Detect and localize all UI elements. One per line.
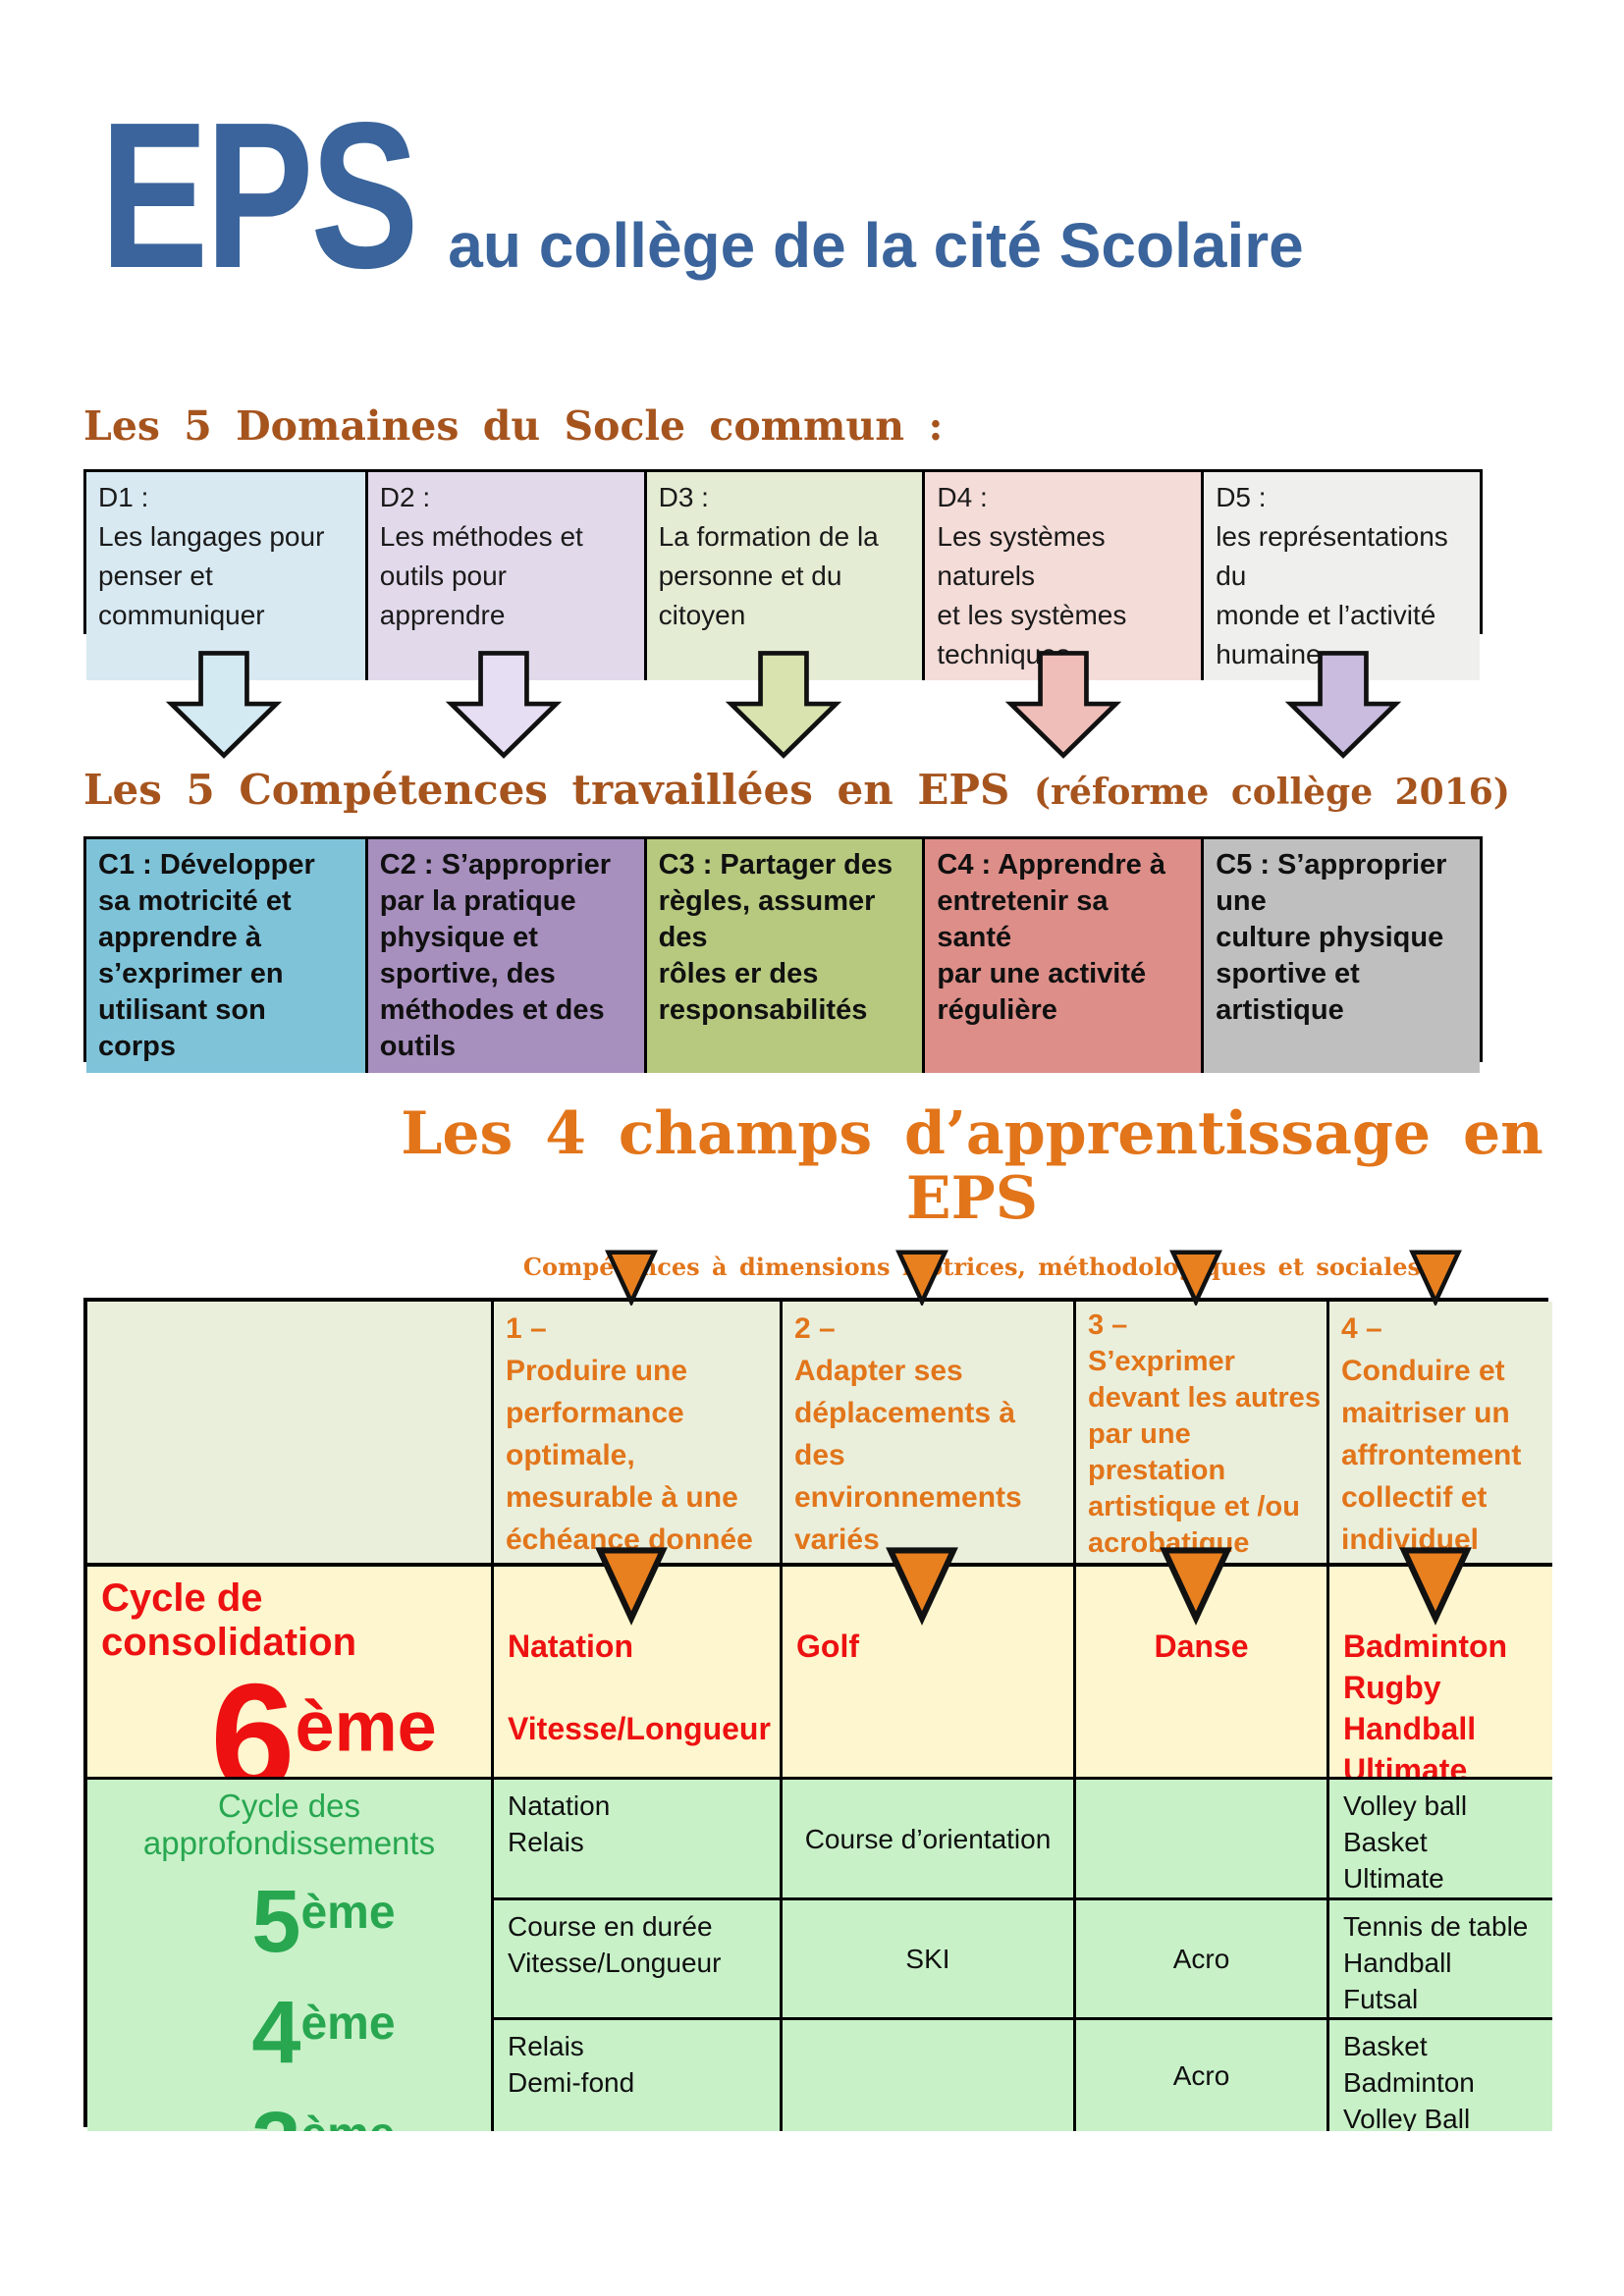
appro-row3-artistique: Acro — [1073, 2017, 1326, 2131]
competences-heading-note: (réforme collège 2016) — [1033, 772, 1510, 813]
domaine-cell-d3: D3 : La formation de la personne et du c… — [643, 472, 923, 680]
down-triangle-icon — [1160, 1547, 1232, 1626]
competence-cell-c4: C4 : Apprendre à entretenir sa santé par… — [922, 839, 1202, 1073]
champs-header-cell-4: 4 – Conduire et maitriser un affrontemen… — [1326, 1302, 1552, 1563]
competence-cell-c3: C3 : Partager des règles, assumer des rô… — [643, 839, 923, 1073]
domaines-heading: Les 5 Domaines du Socle commun : — [83, 402, 944, 450]
down-arrow-icon — [1284, 651, 1401, 759]
champs-header-empty — [87, 1302, 491, 1563]
competences-heading-main: Les 5 Compétences travaillées en EPS — [83, 766, 1010, 814]
domaines-table: D1 : Les langages pour penser et communi… — [83, 469, 1483, 680]
appro-row3-affrontement: Basket Badminton Volley Ball — [1326, 2017, 1552, 2131]
down-arrow-icon — [725, 651, 841, 759]
down-triangle-icon — [605, 1250, 658, 1306]
domaine-label: D4 : — [937, 482, 988, 512]
appro-row4-affrontement: Tennis de table Handball Futsal — [1326, 1897, 1552, 2017]
domaine-text: Les langages pour penser et communiquer — [98, 521, 325, 630]
domaine-cell-d5: D5 : les représentations du monde et l’a… — [1201, 472, 1480, 680]
champs-header-cell-3: 3 – S’exprimer devant les autres par une… — [1073, 1302, 1326, 1563]
domaine-label: D1 : — [98, 482, 149, 512]
cycle6-cell-artistique: Danse — [1073, 1563, 1326, 1777]
appro-grade-5: 5ème — [251, 1873, 396, 1971]
appro-row5-perf: Natation Relais — [491, 1777, 780, 1897]
appro-row5-env: Course d’orientation — [780, 1777, 1073, 1897]
appro-label: Cycle des approfondissements — [142, 1788, 436, 1861]
domaine-cell-d4: D4 : Les systèmes naturels et les systèm… — [922, 472, 1202, 680]
competence-cell-c2: C2 : S’approprier par la pratique physiq… — [364, 839, 644, 1073]
champs-header-cell-2: 2 – Adapter ses déplacements à des envir… — [780, 1302, 1073, 1563]
competences-table: C1 : Développer sa motricité et apprendr… — [83, 836, 1483, 1073]
appro-row4-env: SKI — [780, 1897, 1073, 2017]
domaine-cell-d2: D2 : Les méthodes et outils pour apprend… — [364, 472, 644, 680]
champs-subheading: Compétences à dimensions motrices, métho… — [522, 1253, 1422, 1281]
cycle6-grade: 6ème — [210, 1652, 437, 1777]
appro-row3-env — [780, 2017, 1073, 2131]
down-triangle-icon — [1169, 1250, 1222, 1306]
down-triangle-icon — [1399, 1547, 1472, 1626]
brand: EPS au collège de la cité Scolaire — [100, 79, 1304, 311]
competences-heading: Les 5 Compétences travaillées en EPS (ré… — [83, 766, 1556, 814]
domaine-label: D3 : — [658, 482, 709, 512]
down-arrow-icon — [445, 651, 562, 759]
down-arrow-icon — [165, 651, 282, 759]
champs-header-cell-1: 1 – Produire une performance optimale, m… — [491, 1302, 780, 1563]
down-arrow-icon — [1004, 651, 1121, 759]
appro-grade-3: 3ème — [87, 2084, 491, 2131]
cycle6-label-cell: Cycle de consolidation 6ème — [87, 1563, 491, 1777]
cycle6-label: Cycle de consolidation — [101, 1576, 356, 1664]
appro-label-cell: Cycle des approfondissements 5ème 4ème 3… — [87, 1777, 491, 2131]
domaine-text: les représentations du monde et l’activi… — [1216, 521, 1448, 669]
down-triangle-icon — [895, 1250, 948, 1306]
appro-row5-artistique — [1073, 1777, 1326, 1897]
domaine-label: D5 : — [1216, 482, 1267, 512]
domaines-arrow-row — [83, 650, 1483, 766]
down-triangle-icon — [1409, 1250, 1462, 1306]
appro-row4-artistique: Acro — [1073, 1897, 1326, 2017]
champs-heading: Les 4 champs d’apprentissage en EPS — [401, 1099, 1543, 1233]
competence-cell-c1: C1 : Développer sa motricité et apprendr… — [86, 839, 365, 1073]
appro-grade-4: 4ème — [251, 1984, 396, 2082]
domaine-text: Les méthodes et outils pour apprendre — [379, 521, 583, 630]
champs-table-wrap: 1 – Produire une performance optimale, m… — [83, 1250, 1552, 2131]
competence-cell-c5: C5 : S’approprier une culture physique s… — [1201, 839, 1480, 1073]
domaine-label: D2 : — [379, 482, 431, 512]
champs-heading-block: Les 4 champs d’apprentissage en EPS Comp… — [393, 1101, 1551, 1281]
domaine-text: Les systèmes naturels et les systèmes te… — [937, 521, 1127, 669]
appro-row4-perf: Course en durée Vitesse/Longueur — [491, 1897, 780, 2017]
brand-logo: EPS — [100, 79, 419, 311]
domaine-text: La formation de la personne et du citoye… — [658, 521, 879, 630]
domaine-cell-d1: D1 : Les langages pour penser et communi… — [86, 472, 365, 680]
champs-table: 1 – Produire une performance optimale, m… — [83, 1298, 1552, 2131]
down-triangle-icon — [595, 1547, 668, 1626]
appro-row3-perf: Relais Demi-fond — [491, 2017, 780, 2131]
appro-row5-affrontement: Volley ball Basket Ultimate — [1326, 1777, 1552, 1897]
brand-subtitle: au collège de la cité Scolaire — [448, 210, 1304, 281]
down-triangle-icon — [886, 1547, 958, 1626]
